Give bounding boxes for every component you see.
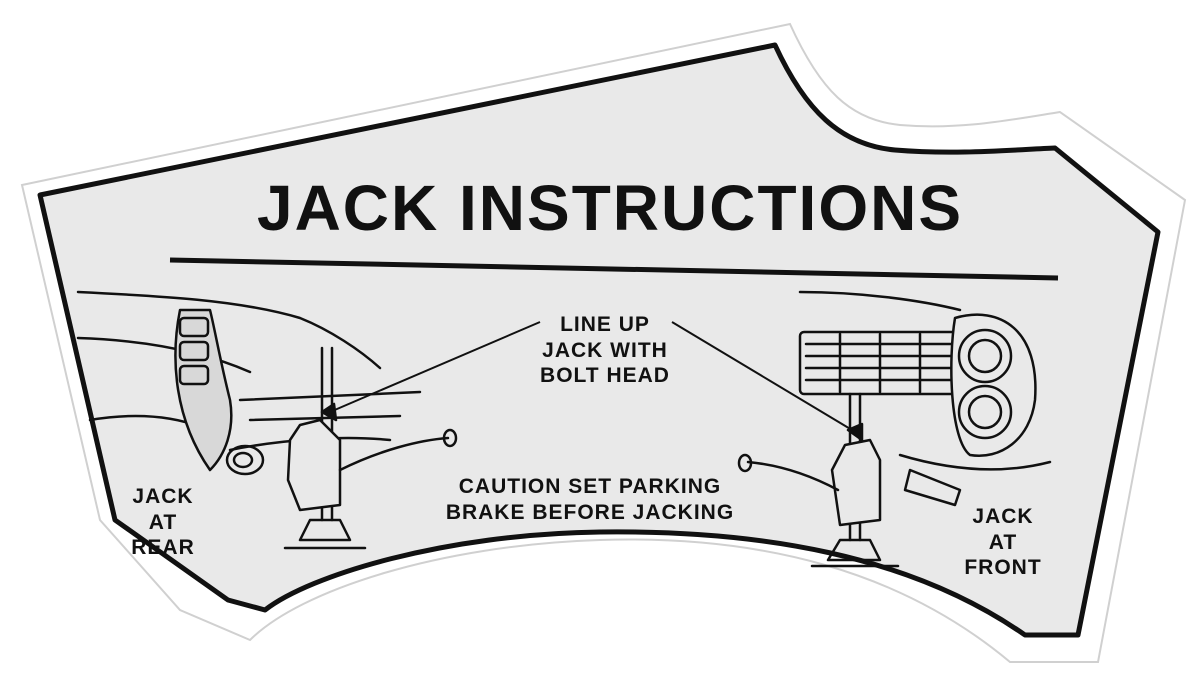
rear-label-line: REAR xyxy=(131,536,195,560)
align-instruction: LINE UP JACK WITH BOLT HEAD xyxy=(500,312,710,389)
align-instruction-line: BOLT HEAD xyxy=(540,364,670,388)
front-label-line: FRONT xyxy=(964,556,1042,580)
front-label-line: JACK xyxy=(972,505,1034,528)
caution-text: CAUTION SET PARKING BRAKE BEFORE JACKING xyxy=(400,474,780,525)
rear-label-line: AT xyxy=(148,510,178,534)
title-underline xyxy=(169,257,1059,281)
align-instruction-line: JACK WITH xyxy=(542,338,668,362)
front-label-line: AT xyxy=(988,530,1018,554)
rear-jack-label: JACK AT REAR xyxy=(108,484,218,561)
front-jack-label: JACK AT FRONT xyxy=(948,504,1058,581)
caution-line: BRAKE BEFORE JACKING xyxy=(445,500,735,524)
decal-title: JACK INSTRUCTIONS xyxy=(256,172,964,244)
leader-line-rear xyxy=(329,321,541,413)
caution-line: CAUTION SET PARKING xyxy=(458,475,722,498)
front-bumper-jack-illustration xyxy=(737,290,1052,568)
rear-label-line: JACK xyxy=(132,485,194,508)
align-instruction-line: LINE UP xyxy=(560,313,650,336)
leader-line-front xyxy=(671,321,853,431)
rear-bumper-jack-illustration xyxy=(76,290,458,550)
